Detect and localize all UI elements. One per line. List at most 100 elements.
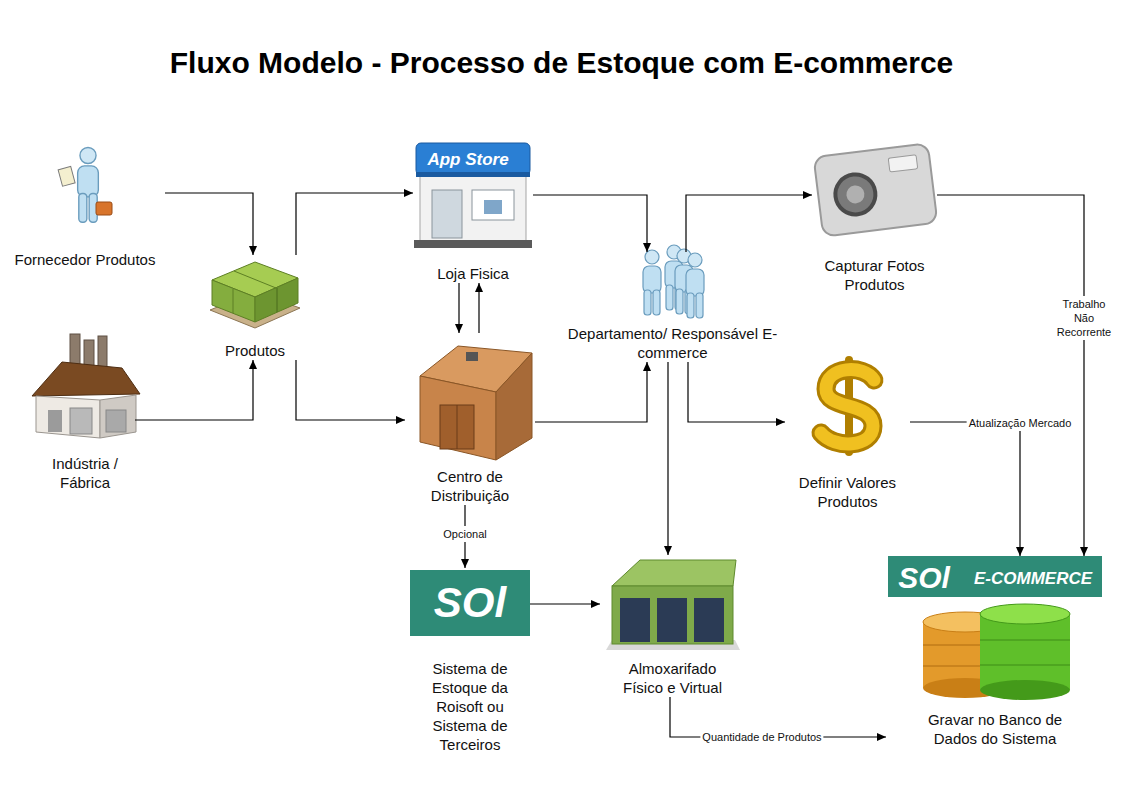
supplier-icon: [78, 147, 99, 222]
node-label: Centro de Distribuição: [420, 467, 520, 505]
flow-arrow: [165, 193, 253, 255]
warehouse-icon: [606, 560, 740, 650]
database-icon: [980, 640, 1070, 641]
logo-text: E-COMMERCE: [974, 570, 1092, 589]
flow-arrow: [686, 195, 812, 252]
node-label: Departamento/ Responsável E-commerce: [565, 324, 780, 362]
camera-icon: [833, 172, 878, 217]
factory-icon: [32, 334, 140, 438]
supplier-icon: [58, 147, 112, 222]
factory-icon: [32, 362, 140, 396]
flow-arrow: [530, 603, 600, 604]
distribution-center-icon: [457, 405, 458, 449]
camera-icon: [814, 143, 938, 236]
store-icon: [420, 170, 526, 242]
factory-icon: [98, 336, 107, 368]
edge-label: Opcional: [441, 526, 488, 542]
logo-text: SOl: [898, 561, 950, 594]
factory-icon: [106, 410, 126, 432]
sol-logo: [410, 570, 530, 636]
warehouse-icon: [612, 560, 736, 586]
process-node: Almoxarifado Físico e Virtual: [600, 555, 745, 697]
camera-icon: [845, 184, 865, 204]
sol-logo: [410, 570, 530, 636]
node-label: Almoxarifado Físico e Virtual: [613, 659, 733, 697]
team-icon: [643, 245, 704, 318]
store-icon: [432, 190, 462, 238]
distribution-center-icon: [466, 352, 478, 361]
dollar-icon: [821, 370, 874, 444]
products-pallet: [212, 280, 255, 322]
database-icon: [980, 614, 1070, 690]
camera-icon: [814, 143, 938, 236]
edge-label: Atualização Mercado: [967, 415, 1074, 431]
logo-text: App Store: [427, 151, 508, 170]
team-icon: [686, 253, 704, 318]
flow-arrow: [910, 422, 1020, 556]
node-label: Produtos: [205, 341, 305, 360]
database-icon: [980, 680, 1070, 700]
process-node: Produtos: [205, 255, 305, 360]
sol-ecommerce-logo: [888, 556, 1102, 597]
database-icon: [980, 665, 1070, 666]
dollar-icon: [821, 360, 874, 452]
process-node: Departamento/ Responsável E-commerce: [565, 252, 780, 362]
factory-icon: [36, 396, 100, 438]
diagram-title: Fluxo Modelo - Processo de Estoque com E…: [0, 45, 1123, 81]
factory-icon: [48, 410, 62, 432]
dollar-icon: [821, 370, 874, 444]
flow-arrow: [937, 195, 1084, 556]
products-pallet: [255, 278, 298, 322]
flow-arrow: [688, 362, 785, 422]
node-label: Definir Valores Produtos: [785, 473, 910, 511]
warehouse-icon: [694, 598, 724, 642]
products-pallet: [234, 271, 276, 288]
store-icon: [414, 240, 532, 248]
database-icon: [980, 604, 1070, 624]
database-icon: [923, 604, 1070, 700]
store-icon: [484, 200, 502, 214]
products-pallet: [277, 288, 278, 312]
warehouse-icon: [657, 598, 687, 642]
distribution-center-icon: [420, 376, 496, 460]
warehouse-icon: [620, 598, 650, 642]
process-node: Indústria / Fábrica: [35, 330, 135, 492]
flow-arrow: [458, 283, 459, 333]
flow-arrow: [533, 195, 647, 252]
node-label: Capturar Fotos Produtos: [812, 256, 937, 294]
flow-arrow: [478, 283, 479, 333]
edge-label: Trabalho Não Recorrente: [1055, 296, 1113, 340]
flow-arrow: [535, 362, 647, 422]
process-node: Definir Valores Produtos: [785, 358, 910, 511]
store-icon: [416, 143, 530, 175]
node-label: Sistema de Estoque da Roisoft ou Sistema…: [423, 659, 518, 754]
distribution-center-icon: [440, 405, 474, 449]
node-label: Fornecedor Produtos: [5, 250, 165, 269]
process-node: Fornecedor Produtos: [5, 145, 165, 269]
distribution-center-icon: [420, 346, 532, 460]
node-label: Gravar no Banco de Dados do Sistema: [920, 710, 1070, 748]
factory-icon: [100, 395, 136, 438]
factory-icon: [70, 408, 92, 434]
process-node: Centro de Distribuição: [405, 333, 535, 505]
logo-text: SOl: [434, 580, 506, 626]
team-icon: [643, 250, 661, 315]
process-node: Capturar Fotos Produtos: [812, 145, 937, 294]
node-label: Indústria / Fábrica: [35, 454, 135, 492]
distribution-center-icon: [496, 353, 532, 460]
flow-arrow: [135, 360, 253, 420]
store-icon: [472, 190, 514, 220]
sol-ecommerce-logo: [888, 556, 1102, 597]
supplier-icon: [58, 166, 75, 186]
products-pallet: [233, 289, 234, 313]
flow-arrow: [296, 193, 413, 255]
flow-arrow: [667, 362, 668, 555]
store-icon: [414, 143, 532, 248]
camera-icon: [888, 155, 917, 172]
products-pallet: [210, 262, 300, 328]
warehouse-icon: [612, 586, 733, 644]
flow-arrow: [296, 360, 405, 420]
